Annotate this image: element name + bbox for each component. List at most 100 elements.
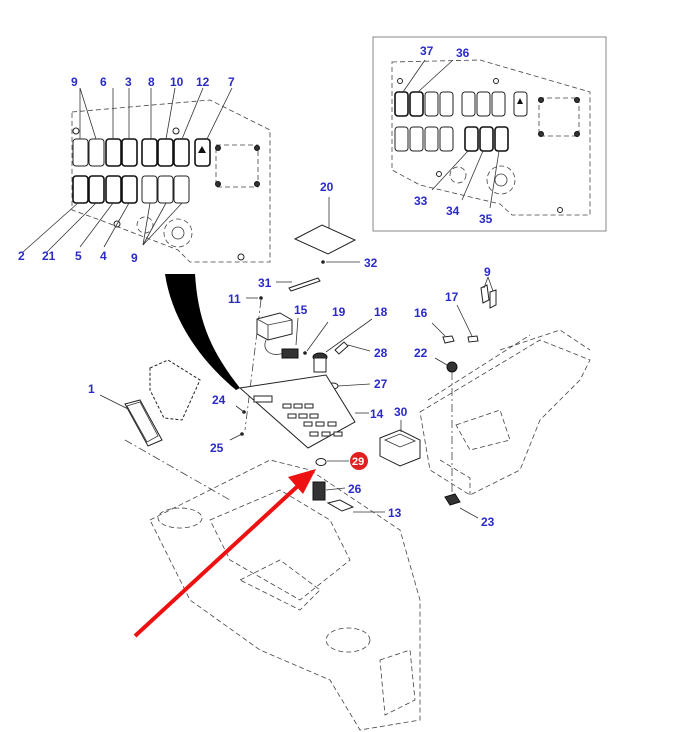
highlight-badge-29 — [350, 452, 368, 470]
inset-panel-cutout — [538, 97, 580, 137]
panel-screw — [237, 253, 245, 261]
callout-28: 28 — [374, 346, 388, 360]
callout-2: 2 — [18, 249, 25, 263]
connector-13 — [326, 499, 355, 512]
arrow-shaft — [133, 482, 302, 638]
panel-screw — [215, 181, 221, 187]
center-assembly: 20 32 31 11 15 19 18 28 — [88, 180, 421, 520]
panel-reference-sweep — [165, 274, 240, 390]
right-console-body — [419, 339, 591, 496]
panel-screw — [254, 145, 260, 151]
callout-17: 17 — [445, 290, 459, 304]
relay-box-15 — [256, 312, 293, 341]
rotary-knob — [163, 218, 193, 248]
inset-switch-33 — [464, 126, 479, 152]
panel-cutout — [215, 144, 259, 188]
callout-23: 23 — [481, 515, 495, 529]
rocker-switch-8 — [141, 138, 158, 167]
panel-screw — [215, 145, 221, 151]
highlight-arrow — [133, 469, 316, 638]
inset-switch-35 — [494, 126, 509, 152]
blank-switch — [72, 138, 89, 167]
callout-33: 33 — [414, 194, 428, 208]
power-socket-26 — [312, 481, 326, 501]
callout-3: 3 — [125, 75, 132, 89]
inset-switch-36 — [409, 91, 424, 117]
callout-7: 7 — [228, 75, 235, 89]
main-panel-outline — [71, 99, 271, 263]
rocker-switch-10 — [157, 138, 174, 167]
switch-9-b — [489, 289, 497, 309]
callout-8: 8 — [148, 75, 155, 89]
callout-9: 9 — [71, 75, 78, 89]
callout-36: 36 — [456, 46, 470, 60]
connector — [281, 348, 299, 359]
callout-5: 5 — [75, 249, 82, 263]
callout-31: 31 — [258, 276, 272, 290]
right-console: 9 17 16 22 23 — [414, 265, 591, 529]
storage-tray-30 — [379, 429, 421, 467]
arrow-head-icon — [288, 469, 316, 494]
switch-9-a — [480, 284, 490, 304]
instrument-cluster-1 — [124, 399, 163, 447]
callout-16: 16 — [414, 306, 428, 320]
blank-switch — [173, 175, 190, 204]
callout-34: 34 — [446, 204, 460, 218]
callout-13: 13 — [388, 506, 402, 520]
inset-switch-34 — [479, 126, 494, 152]
bracket-31 — [288, 277, 321, 292]
callout-32: 32 — [364, 256, 378, 270]
callout-15: 15 — [294, 303, 308, 317]
panel-screw — [172, 127, 180, 135]
callout-21: 21 — [42, 249, 56, 263]
callout-35: 35 — [479, 212, 493, 226]
key-28 — [334, 341, 349, 355]
callout-14: 14 — [370, 407, 384, 421]
hazard-triangle-icon — [198, 146, 206, 153]
cover-plate-20 — [293, 224, 357, 255]
rotary-knob-center — [171, 226, 185, 240]
rocker-switch-12 — [173, 138, 190, 167]
main-switch-panel: 9 6 3 8 10 12 7 2 21 5 4 9 — [18, 75, 271, 265]
rocker-switch-3 — [121, 138, 138, 167]
blank-switch — [157, 175, 174, 204]
lower-console-body — [149, 459, 421, 731]
callout-27: 27 — [374, 377, 388, 391]
rocker-switch-21 — [88, 175, 105, 204]
callout-10: 10 — [170, 75, 184, 89]
callout-6: 6 — [100, 75, 107, 89]
socket-23 — [444, 493, 461, 506]
callout-11: 11 — [228, 292, 241, 306]
callout-30: 30 — [394, 405, 408, 419]
callout-22: 22 — [414, 346, 428, 360]
blank-switch — [88, 138, 105, 167]
inset-switch-37 — [394, 91, 409, 117]
callout-4: 4 — [100, 249, 107, 263]
panel-screw — [72, 127, 80, 135]
callout-37: 37 — [420, 44, 434, 58]
callout-19: 19 — [332, 305, 346, 319]
callout-26: 26 — [348, 482, 362, 496]
switch-16 — [442, 335, 455, 344]
rocker-switch-5 — [105, 175, 122, 204]
inset-panel-outline — [391, 59, 591, 216]
inset-switch-panel: 37 36 33 34 35 — [372, 36, 607, 232]
callout-12: 12 — [196, 75, 210, 89]
callout-9-right: 9 — [484, 265, 491, 279]
lower-console — [149, 459, 421, 731]
cup-holder-22 — [446, 361, 458, 373]
callout-9-lower: 9 — [131, 251, 138, 265]
callout-20: 20 — [320, 180, 334, 194]
switch-17 — [467, 335, 479, 343]
console-faceplate-14 — [238, 374, 356, 449]
hazard-triangle-icon — [517, 98, 523, 104]
panel-screw — [254, 181, 260, 187]
callout-1: 1 — [88, 382, 95, 396]
blank-switch — [141, 175, 158, 204]
callout-18: 18 — [374, 305, 388, 319]
callout-25: 25 — [210, 441, 224, 455]
rocker-switch-4 — [121, 175, 138, 204]
callout-24: 24 — [212, 393, 226, 407]
callout-29: 29 — [352, 456, 364, 468]
